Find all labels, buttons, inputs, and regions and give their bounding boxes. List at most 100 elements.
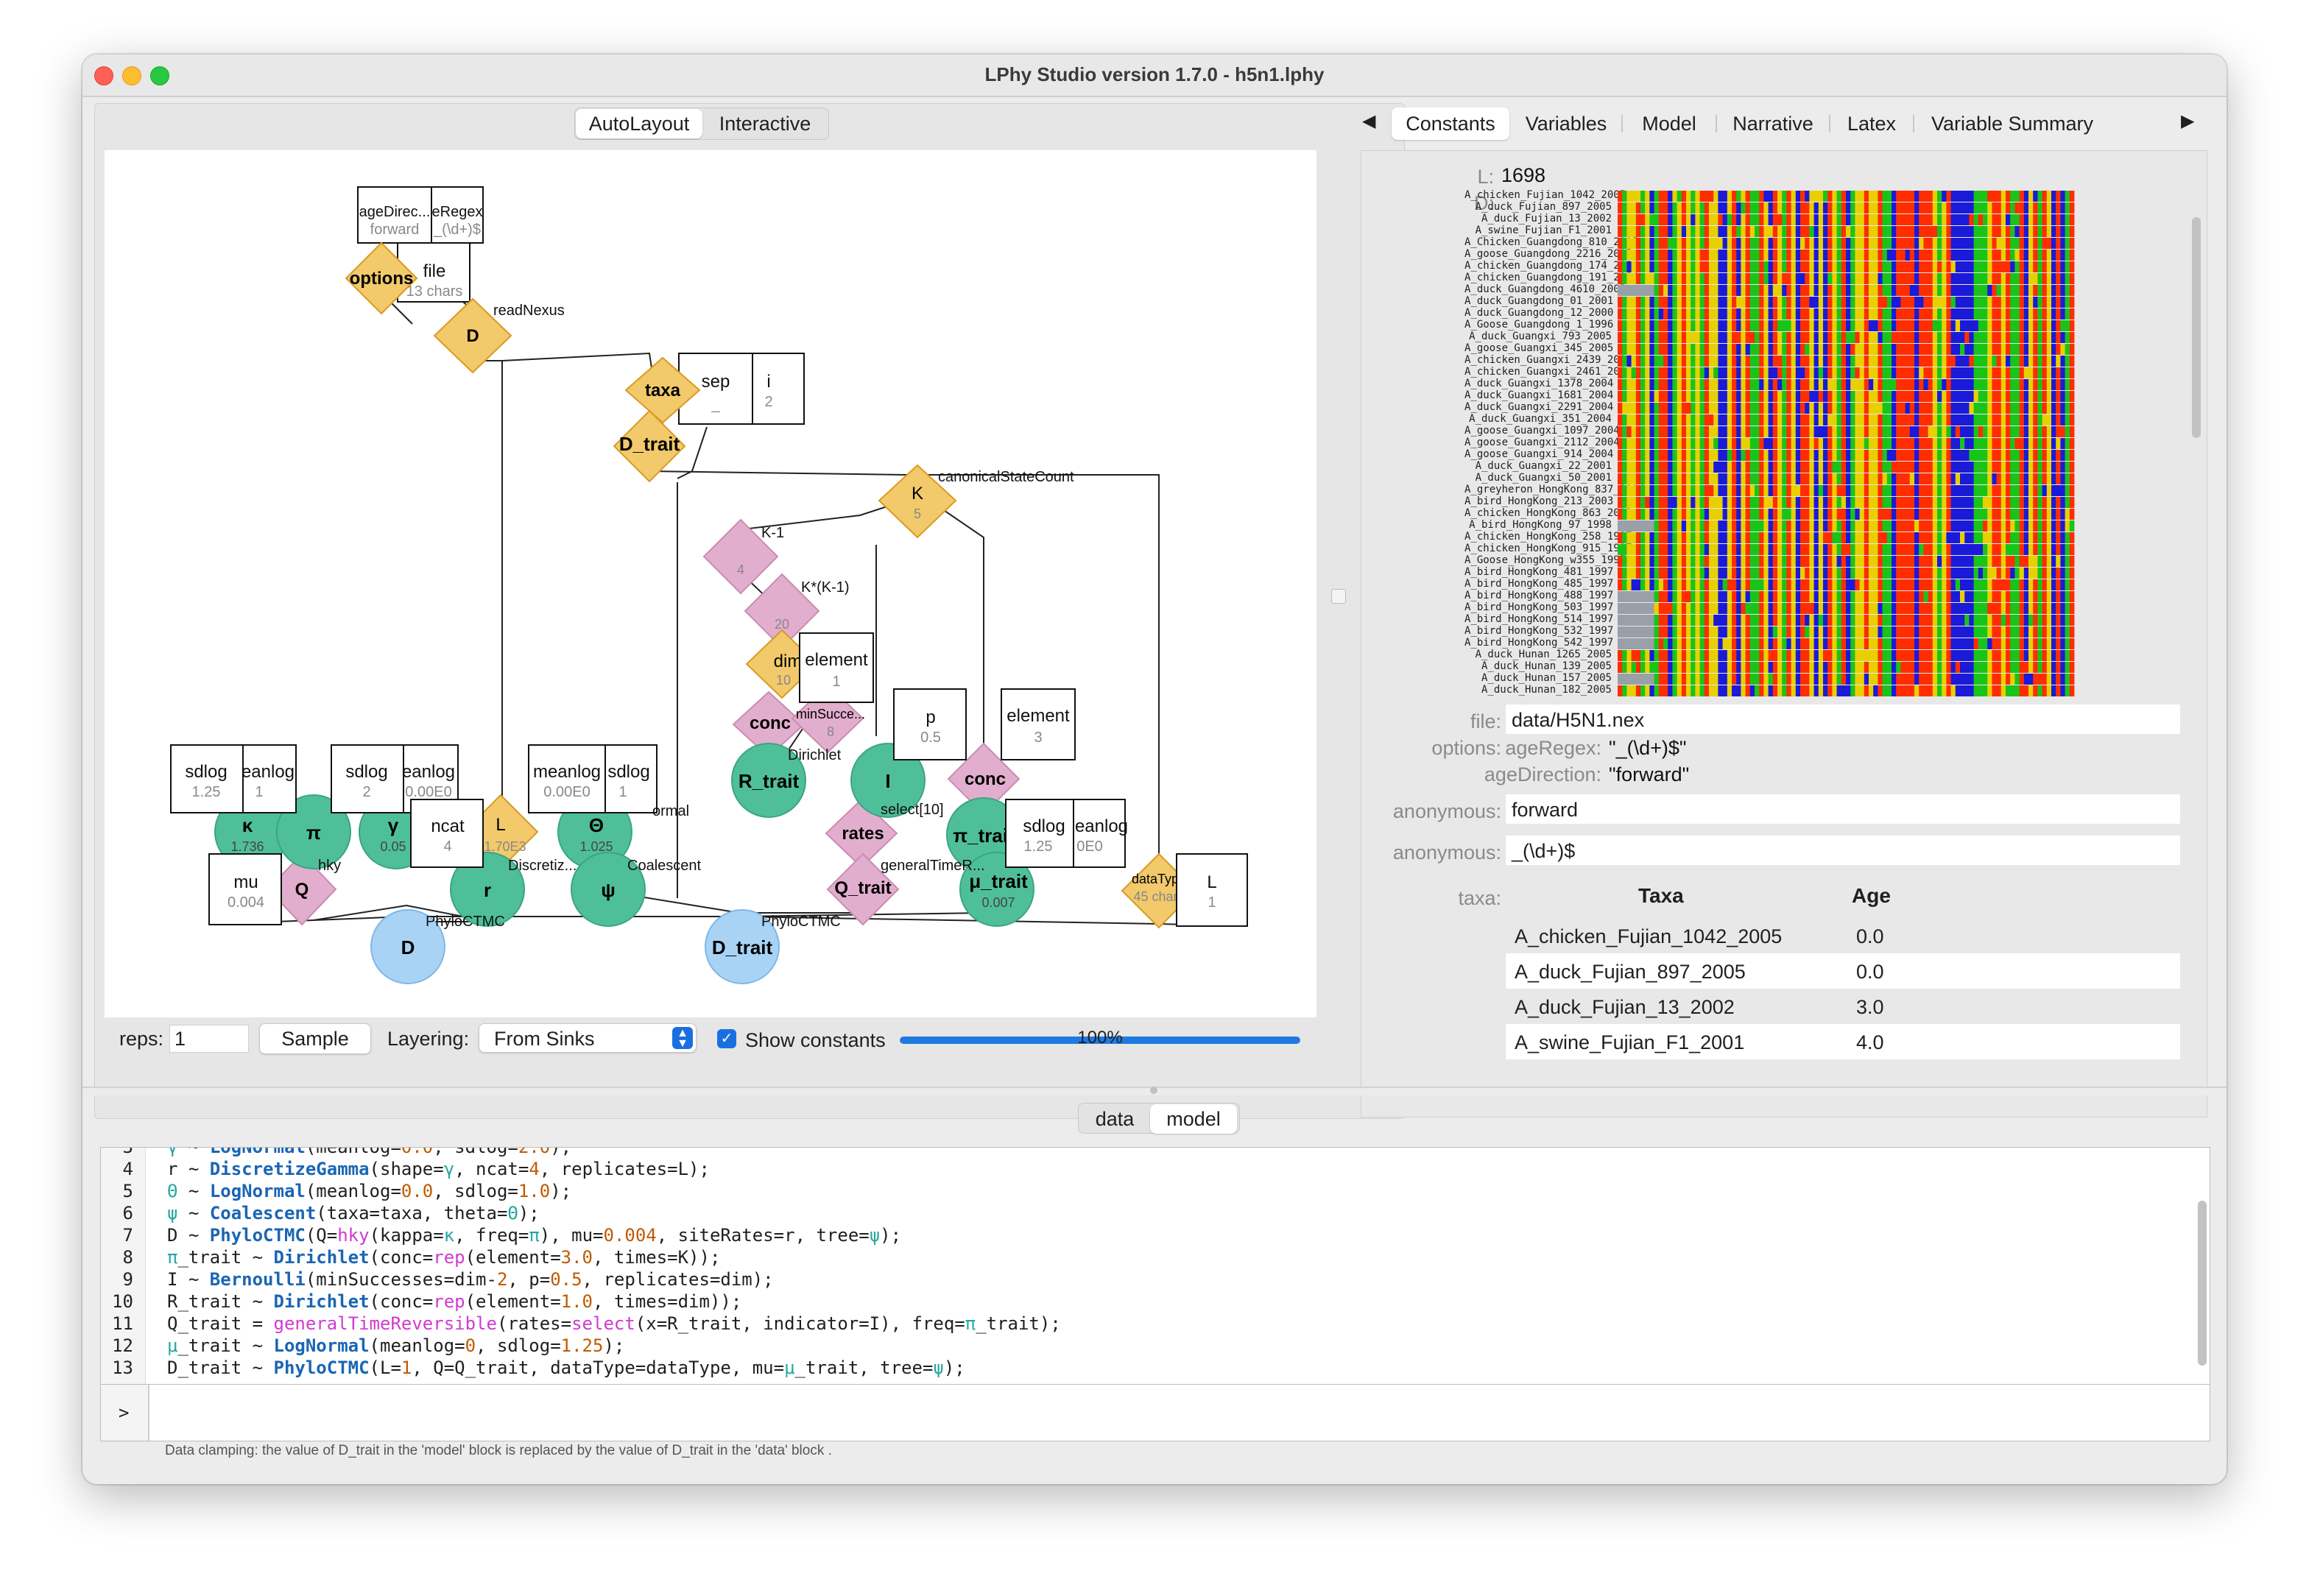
alignment-cell (1686, 414, 1691, 426)
alignment-cell (1813, 356, 1819, 367)
close-window-button[interactable] (94, 66, 113, 85)
constant-value: 1 (255, 784, 263, 800)
alignment-cell (1946, 485, 1951, 496)
autolayout-button[interactable]: AutoLayout (576, 109, 702, 138)
tab-model[interactable]: Model (1642, 113, 1696, 135)
alignment-cell (1864, 202, 1869, 213)
alignment-cell (1996, 238, 2002, 249)
tab-latex[interactable]: Latex (1847, 113, 1897, 135)
alignment-cell (2006, 344, 2011, 355)
minimize-window-button[interactable] (122, 66, 141, 85)
alignment-cell (2033, 473, 2038, 484)
alignment-cell (1677, 509, 1682, 520)
alignment-cell (2006, 391, 2011, 402)
alignment-cell (2046, 332, 2052, 343)
alignment-cell (1649, 250, 1654, 261)
alignment-cell (1791, 238, 1797, 249)
alignment-cell (1672, 685, 1677, 696)
alignment-cell (1777, 367, 1783, 378)
alignment-cell (1978, 297, 1984, 308)
console-input[interactable] (160, 1399, 2192, 1426)
alignment-cell (2014, 403, 2020, 414)
alignment-viewer[interactable] (1618, 191, 2076, 699)
reps-input[interactable]: 1 (169, 1025, 249, 1053)
alignment-cell (1677, 391, 1682, 402)
alignment-cell (1992, 615, 1997, 626)
alignment-cell (1672, 615, 1677, 626)
alignment-cell (1836, 403, 1842, 414)
alignment-cell (2033, 391, 2038, 402)
alignment-cell (1818, 308, 1824, 319)
tab-data[interactable]: data (1095, 1108, 1135, 1130)
tab-variables[interactable]: Variables (1525, 113, 1607, 135)
alignment-cell (1704, 485, 1710, 496)
alignment-cell (1983, 238, 1988, 249)
alignment-cell (1782, 379, 1787, 390)
alignment-cell (1691, 379, 1696, 390)
alignment-cell (1896, 485, 1901, 496)
alignment-cell (1905, 344, 1911, 355)
alignment-cell (1996, 367, 2002, 378)
tab-narrative[interactable]: Narrative (1732, 113, 1813, 135)
scrollbar-thumb[interactable] (2192, 217, 2201, 438)
alignment-cell (2069, 379, 2075, 390)
alignment-cell (1763, 685, 1769, 696)
alignment-cell (1727, 320, 1732, 331)
alignment-cell (1846, 497, 1851, 508)
alignment-cell (1672, 485, 1677, 496)
alignment-cell (1919, 191, 1924, 202)
alignment-cell (1686, 509, 1691, 520)
alignment-cell (1800, 473, 1805, 484)
alignment-cell (2023, 308, 2029, 319)
alignment-cell (1622, 426, 1627, 437)
alignment-cell (1649, 462, 1654, 473)
alignment-cell (2042, 473, 2048, 484)
alignment-cell (1782, 579, 1787, 590)
tab-variable-summary[interactable]: Variable Summary (1931, 113, 2094, 135)
alignment-cell (2060, 344, 2065, 355)
alignment-cell (1905, 556, 1911, 567)
alignment-cell (1668, 332, 1673, 343)
alignment-cell (1677, 261, 1682, 272)
alignment-cell (1681, 473, 1687, 484)
alignment-cell (1864, 438, 1869, 449)
alignment-cell (1955, 615, 1961, 626)
split-divider-handle[interactable] (1331, 589, 1346, 604)
alignment-cell (2019, 462, 2025, 473)
alignment-cell (1658, 320, 1664, 331)
alignment-cell (1964, 379, 1970, 390)
alignment-cell (1622, 202, 1627, 213)
tabs-prev-icon[interactable]: ◀ (1362, 111, 1376, 131)
diamond-value: 5 (914, 506, 921, 521)
alignment-cell (1905, 626, 1911, 638)
alignment-cell (1923, 615, 1928, 626)
alignment-cell (1732, 674, 1737, 685)
zoom-window-button[interactable] (150, 66, 169, 85)
alignment-cell (1759, 226, 1764, 237)
alignment-cell (1873, 332, 1878, 343)
alignment-cell (1663, 556, 1668, 567)
alignment-cell (1741, 403, 1746, 414)
alignment-cell (1722, 344, 1728, 355)
alignment-cell (2037, 674, 2042, 685)
alignment-cell (1859, 509, 1865, 520)
diamond-value: 20 (775, 617, 789, 632)
tab-constants[interactable]: Constants (1392, 107, 1509, 140)
editor-scrollbar-thumb[interactable] (2198, 1201, 2207, 1366)
tab-model-editor[interactable]: model (1150, 1104, 1237, 1134)
sample-button[interactable]: Sample (259, 1023, 371, 1054)
tabs-next-icon[interactable]: ▶ (2181, 111, 2195, 131)
alignment-cell (1699, 438, 1705, 449)
alignment-cell (1663, 603, 1668, 614)
alignment-cell (1709, 273, 1714, 284)
interactive-button[interactable]: Interactive (719, 113, 811, 135)
alignment-cell (1928, 650, 1933, 661)
alignment-cell (2019, 308, 2025, 319)
show-constants-checkbox[interactable]: ✓ (717, 1029, 736, 1048)
alignment-cell (1992, 520, 1997, 532)
layering-select[interactable]: From Sinks ▲▼ (479, 1023, 697, 1053)
alignment-cell (1850, 438, 1855, 449)
